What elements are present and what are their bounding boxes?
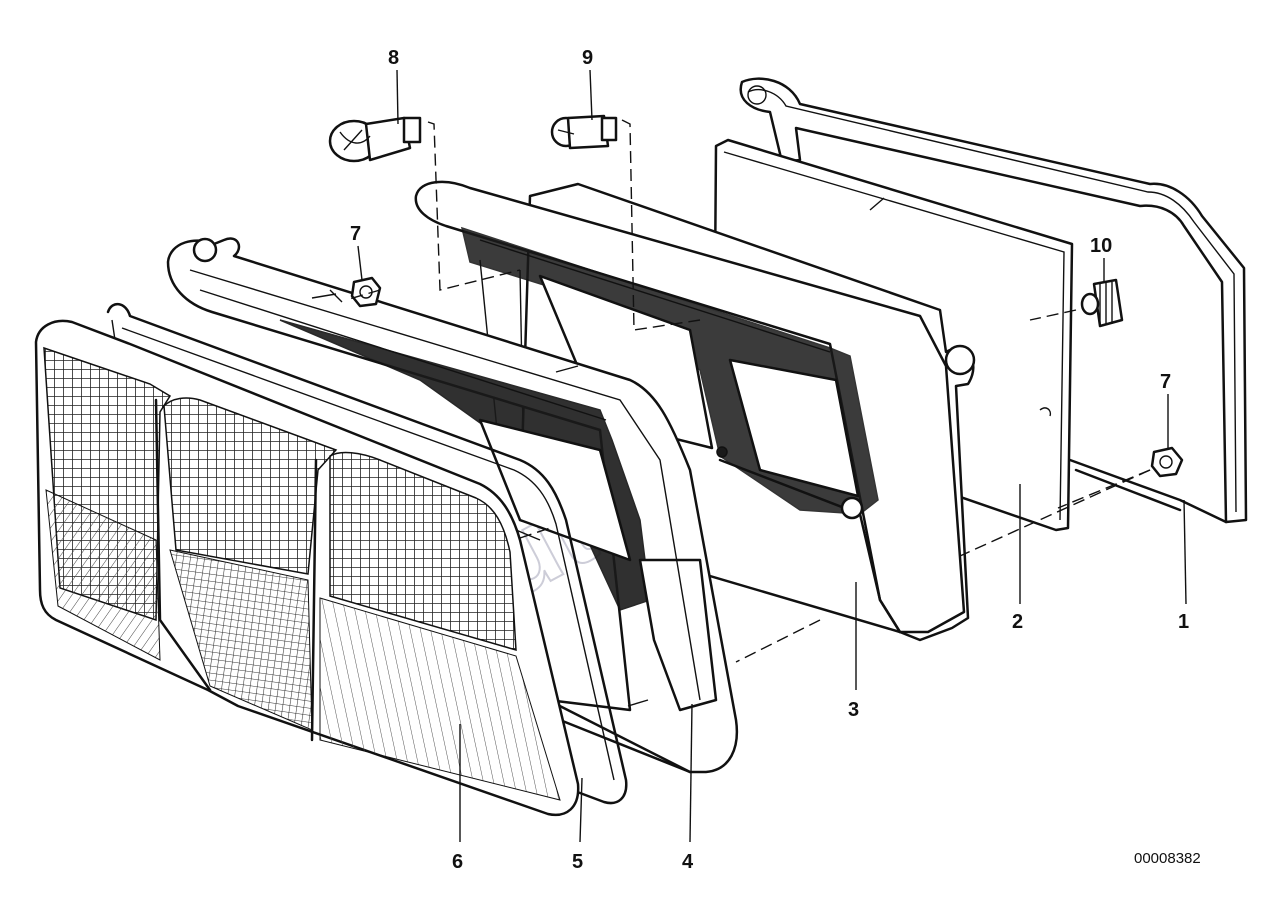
leader-lines xyxy=(357,69,1187,843)
callout-8: 8 xyxy=(388,47,399,69)
part-10-socket xyxy=(1080,278,1124,328)
callout-10: 10 xyxy=(1090,235,1112,257)
callout-9: 9 xyxy=(582,47,593,69)
callout-labels: 8 9 7 10 7 1 2 3 4 5 6 xyxy=(350,47,1189,873)
callout-7-left: 7 xyxy=(350,223,361,245)
part-9-bulb xyxy=(550,114,618,150)
part-6-lens xyxy=(34,319,580,817)
callout-5: 5 xyxy=(572,851,583,873)
callout-1: 1 xyxy=(1178,611,1189,633)
part-7-nut-right xyxy=(1150,446,1184,478)
callout-3: 3 xyxy=(848,699,859,721)
part-4-lens-frame xyxy=(166,237,739,774)
part-8-bulb xyxy=(328,116,422,163)
document-number: 00008382 xyxy=(1134,850,1201,867)
part-7-nut-left xyxy=(350,276,382,308)
callout-7-right: 7 xyxy=(1160,371,1171,393)
part-1-gasket xyxy=(739,77,1248,524)
callout-4: 4 xyxy=(682,851,694,873)
callout-6: 6 xyxy=(452,851,463,873)
assembly-lines xyxy=(345,119,1151,663)
callout-2: 2 xyxy=(1012,611,1023,633)
